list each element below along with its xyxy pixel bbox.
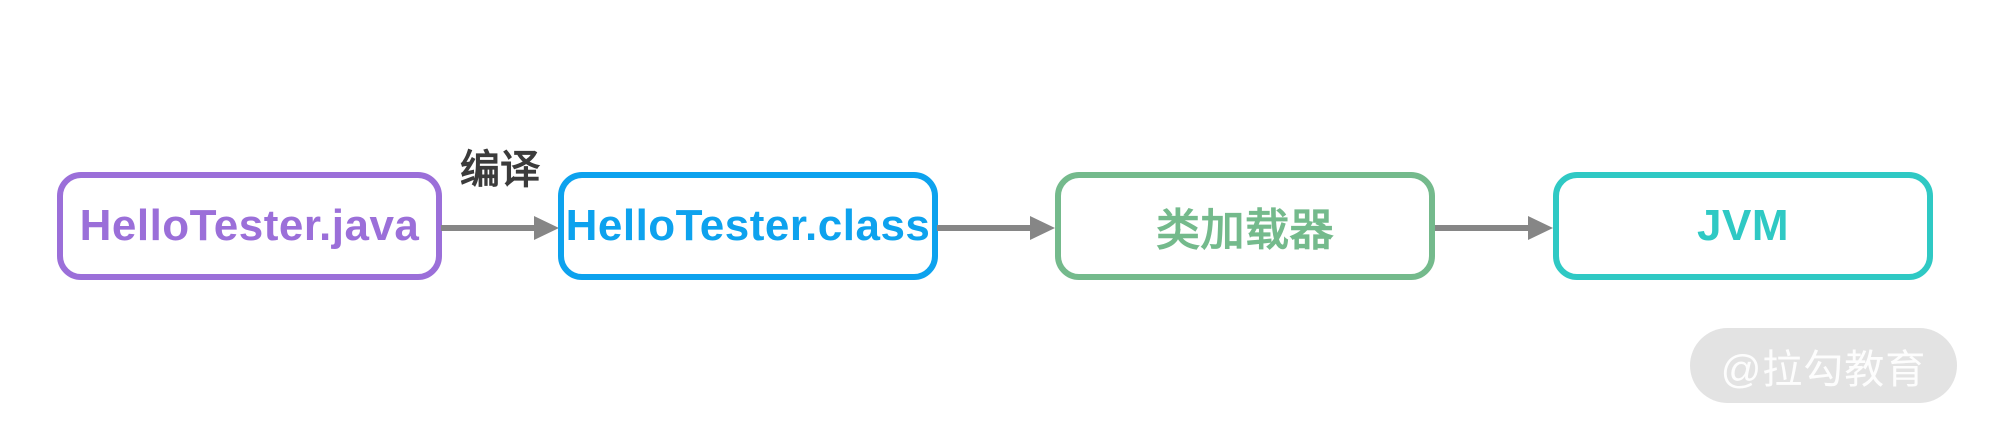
- node-class-bytecode-label: HelloTester.class: [565, 201, 931, 250]
- node-jvm: JVM: [1553, 172, 1933, 280]
- node-class-loader-label: 类加载器: [1156, 206, 1334, 255]
- node-class-loader: 类加载器: [1055, 172, 1435, 280]
- arrow-right-icon: [937, 216, 1055, 240]
- compile-arrow-label: 编译: [460, 148, 540, 192]
- arrow-class-to-loader: [937, 213, 1055, 243]
- node-class-bytecode-file: HelloTester.class: [558, 172, 938, 280]
- arrow-java-to-class: [441, 213, 559, 243]
- watermark-text: @拉勾教育: [1720, 347, 1927, 392]
- node-java-source-file: HelloTester.java: [57, 172, 442, 280]
- arrow-right-icon: [1435, 216, 1553, 240]
- watermark-badge: @拉勾教育: [1690, 328, 1957, 403]
- arrow-right-icon: [441, 216, 559, 240]
- node-java-source-label: HelloTester.java: [79, 201, 420, 250]
- node-jvm-label: JVM: [1697, 201, 1789, 250]
- arrow-loader-to-jvm: [1435, 213, 1553, 243]
